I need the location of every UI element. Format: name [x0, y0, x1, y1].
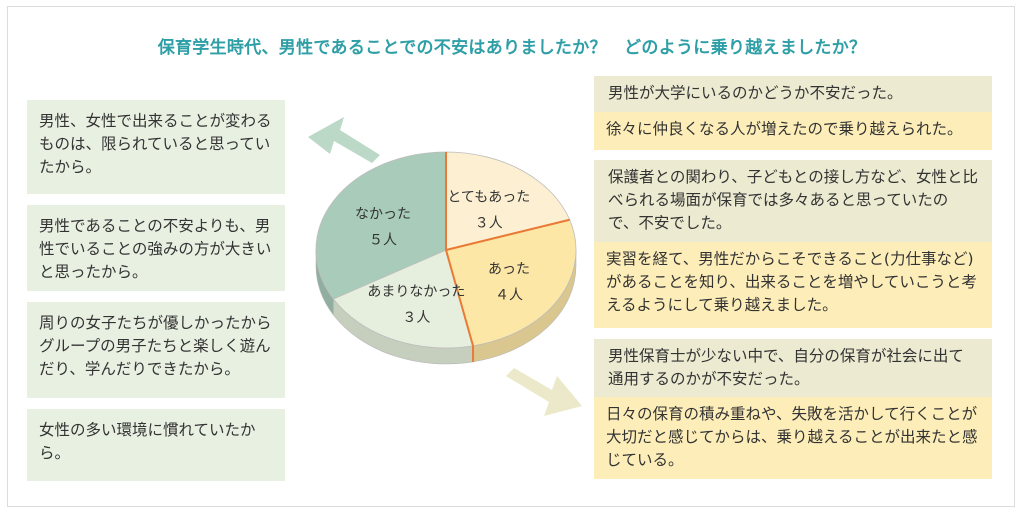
overcome-box: 日々の保育の積み重ねや、失敗を活かして行くことが大切だと感じてからは、乗り越える…	[594, 397, 992, 479]
pie-value-label: ３人	[402, 310, 430, 326]
overcome-box: 実習を経て、男性だからこそできること(力仕事など)があることを知り、出来ることを…	[594, 242, 992, 328]
pie-slice-label: なかった	[355, 207, 411, 223]
pie-divider-line	[445, 218, 570, 251]
left-reason-box: 男性、女性で出来ることが変わるものは、限られていると思っていたから。	[27, 100, 285, 194]
pie-value-label: ３人	[475, 216, 503, 232]
worry-box: 保護者との関わり、子どもとの接し方など、女性と比べられる場面が保育では多々あると…	[594, 160, 992, 242]
pie-value-label: ４人	[495, 287, 523, 303]
pie-slice	[445, 219, 577, 347]
pie-slice-label: あった	[488, 261, 530, 277]
pie-slice	[445, 151, 571, 251]
arrow-up-left-icon	[308, 117, 380, 163]
pie-slice-label: あまりなかった	[367, 284, 465, 300]
pie-divider-line	[445, 249, 474, 347]
left-reason-box: 女性の多い環境に慣れていたから。	[27, 409, 285, 481]
overcome-box: 徐々に仲良くなる人が増えたので乗り越えられた。	[594, 112, 992, 150]
figure-frame	[7, 6, 1015, 507]
worry-box: 男性が大学にいるのかどうか不安だった。	[594, 76, 992, 112]
pie-slice-label: とてもあった	[447, 190, 530, 206]
arrow-down-right-icon	[506, 368, 582, 416]
left-reason-box: 男性であることの不安よりも、男性でいることの強みの方が大きいと思ったから。	[27, 205, 285, 291]
pie-value-label: ５人	[369, 233, 397, 249]
worry-box: 男性保育士が少ない中で、自分の保育が社会に出て通用するのかが不安だった。	[594, 339, 992, 397]
left-reason-box: 周りの女子たちが優しかったからグループの男子たちと楽しく遊んだり、学んだりできた…	[27, 302, 285, 398]
pie-slice	[332, 249, 474, 349]
pie-slice	[315, 151, 447, 300]
page-title: 保育学生時代、男性であることでの不安はありましたか？ どのように乗り越えましたか…	[157, 38, 867, 58]
